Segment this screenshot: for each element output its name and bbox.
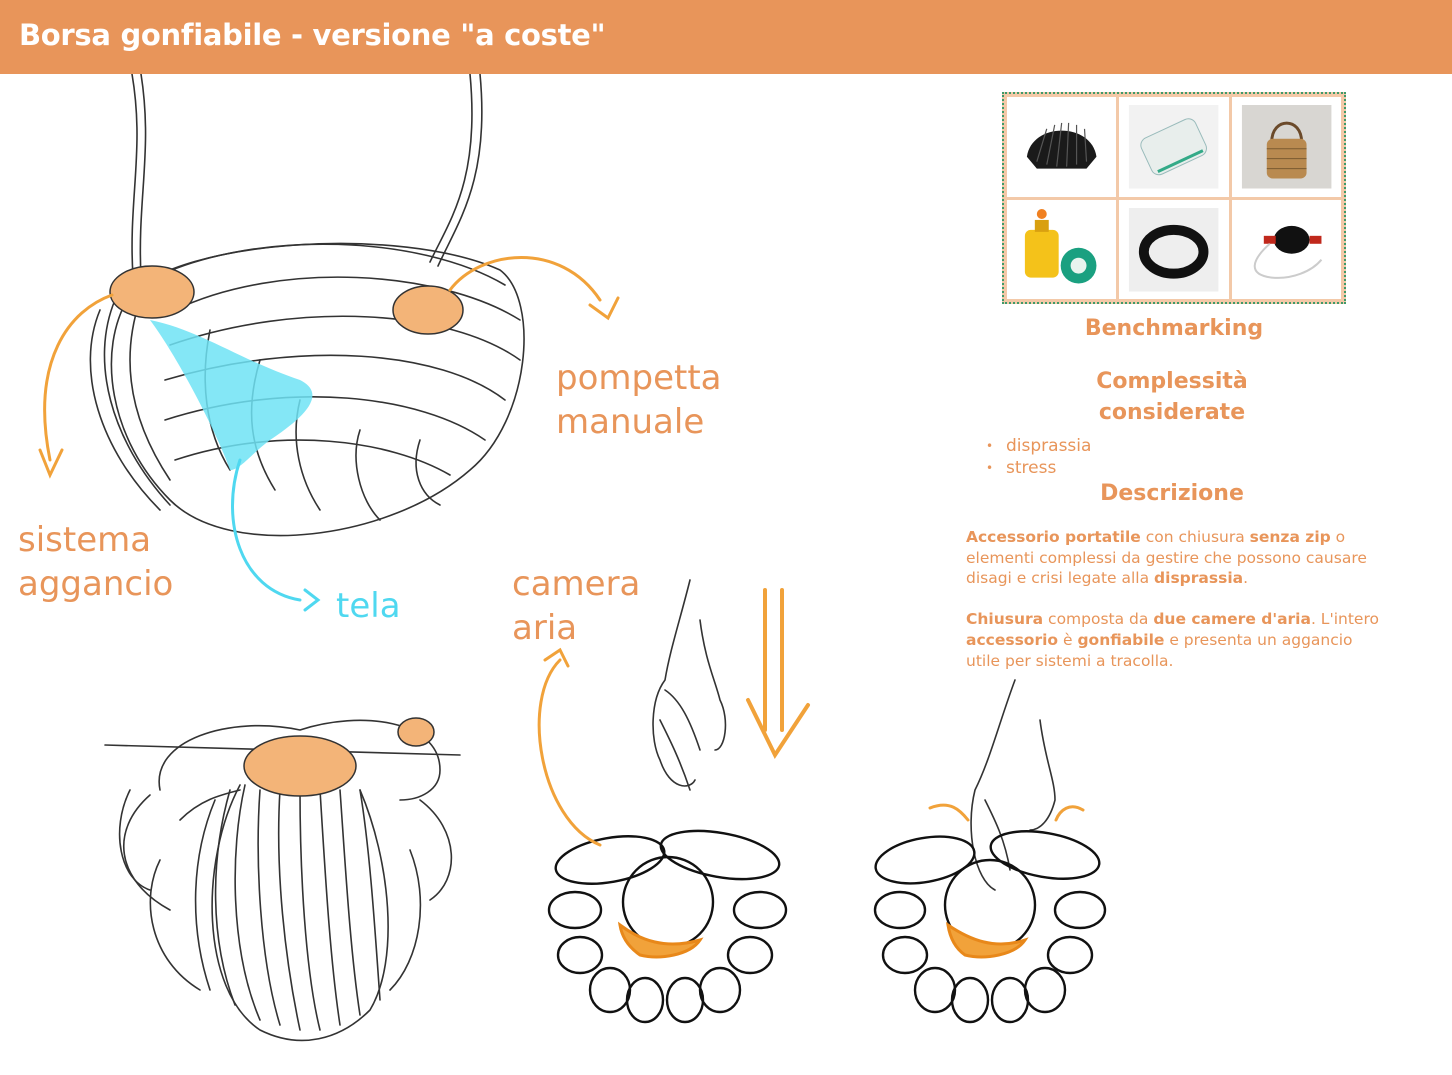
label-tela: tela (336, 586, 401, 626)
label-line: camera (512, 564, 641, 604)
text: o elementi complessi da gestire che poss… (966, 528, 1367, 588)
fabric-highlight (150, 320, 313, 470)
label-line: sistema (18, 520, 152, 560)
description-title: Descrizione (1100, 481, 1244, 506)
complexities-title: Complessità considerate (1072, 366, 1272, 428)
squeeze-arrow-left (928, 803, 970, 822)
label-line: aria (512, 608, 578, 648)
air-chamber-sketch-right (873, 830, 1107, 1024)
ribbed-helmet-image (1007, 97, 1117, 197)
air-chamber-sketch-left (547, 829, 788, 1024)
front-hook-highlight (243, 735, 357, 797)
yellow-pump-image (1007, 199, 1117, 299)
hand-sketch (652, 579, 727, 791)
hand-pump-bulb-image (1231, 199, 1341, 299)
label-line: aggancio (18, 564, 174, 604)
down-arrow (746, 588, 810, 760)
benchmark-grid (1002, 92, 1346, 304)
hook-system-highlight (109, 265, 195, 319)
air-chamber-highlight-right (945, 921, 1029, 959)
description-paragraph-1: Accessorio portatile con chiusura senza … (966, 527, 1386, 589)
bold-text: accessorio (966, 630, 1059, 649)
label-pompetta-manuale: pompetta manuale (556, 356, 722, 444)
text: composta da (1043, 610, 1154, 629)
text: . L'intero (1310, 610, 1379, 629)
description-paragraph-2: Chiusura composta da due camere d'aria. … (966, 609, 1386, 671)
list-item: stress (986, 457, 1091, 479)
bold-text: Accessorio portatile (966, 528, 1141, 546)
bold-text: gonfiabile (1077, 630, 1165, 649)
text: e presenta un aggancio utile per sistemi… (966, 630, 1353, 670)
label-line: pompetta (556, 358, 722, 398)
text: con chiusura (1140, 528, 1250, 546)
hook-callout-arrow (38, 293, 114, 479)
bold-text: senza zip (1249, 528, 1331, 546)
bold-text: Chiusura (966, 610, 1044, 629)
straw-bag-image (1231, 97, 1341, 197)
label-line: manuale (556, 402, 705, 442)
benchmarking-title: Benchmarking (1084, 316, 1264, 341)
bag-front-sketch (104, 719, 461, 1042)
squeeze-arrow-right (1054, 805, 1085, 822)
text: . (1243, 569, 1249, 588)
bold-text: disprassia (1154, 569, 1244, 588)
complexities-list: disprassia stress (986, 435, 1091, 479)
pump-callout-arrow (448, 256, 620, 321)
header-bar: Borsa gonfiabile - versione "a coste" (0, 0, 1452, 74)
hand-pressing-sketch (970, 679, 1056, 891)
sketch-canvas (38, 74, 1107, 1042)
air-chamber-callout-arrow (537, 647, 602, 847)
label-camera-aria: camera aria (512, 562, 640, 650)
page-title: Borsa gonfiabile - versione "a coste" (19, 18, 606, 52)
bag-perspective-sketch (89, 242, 525, 537)
bag-strap (131, 74, 483, 277)
rubber-ring-image (1119, 199, 1229, 299)
complexities-title-line: Complessità (1096, 369, 1248, 394)
hand-pump-highlight (392, 285, 464, 335)
text: è (1058, 630, 1078, 649)
air-mattress-image (1119, 97, 1229, 197)
bold-text: due camere d'aria (1153, 610, 1311, 629)
front-pump-highlight (397, 717, 435, 747)
air-chamber-highlight-left (617, 921, 704, 959)
fabric-callout-arrow (231, 458, 321, 612)
complexities-title-line: considerate (1098, 400, 1246, 425)
description-text: Accessorio portatile con chiusura senza … (966, 527, 1386, 691)
list-item: disprassia (986, 435, 1091, 457)
label-sistema-aggancio: sistema aggancio (18, 518, 173, 606)
